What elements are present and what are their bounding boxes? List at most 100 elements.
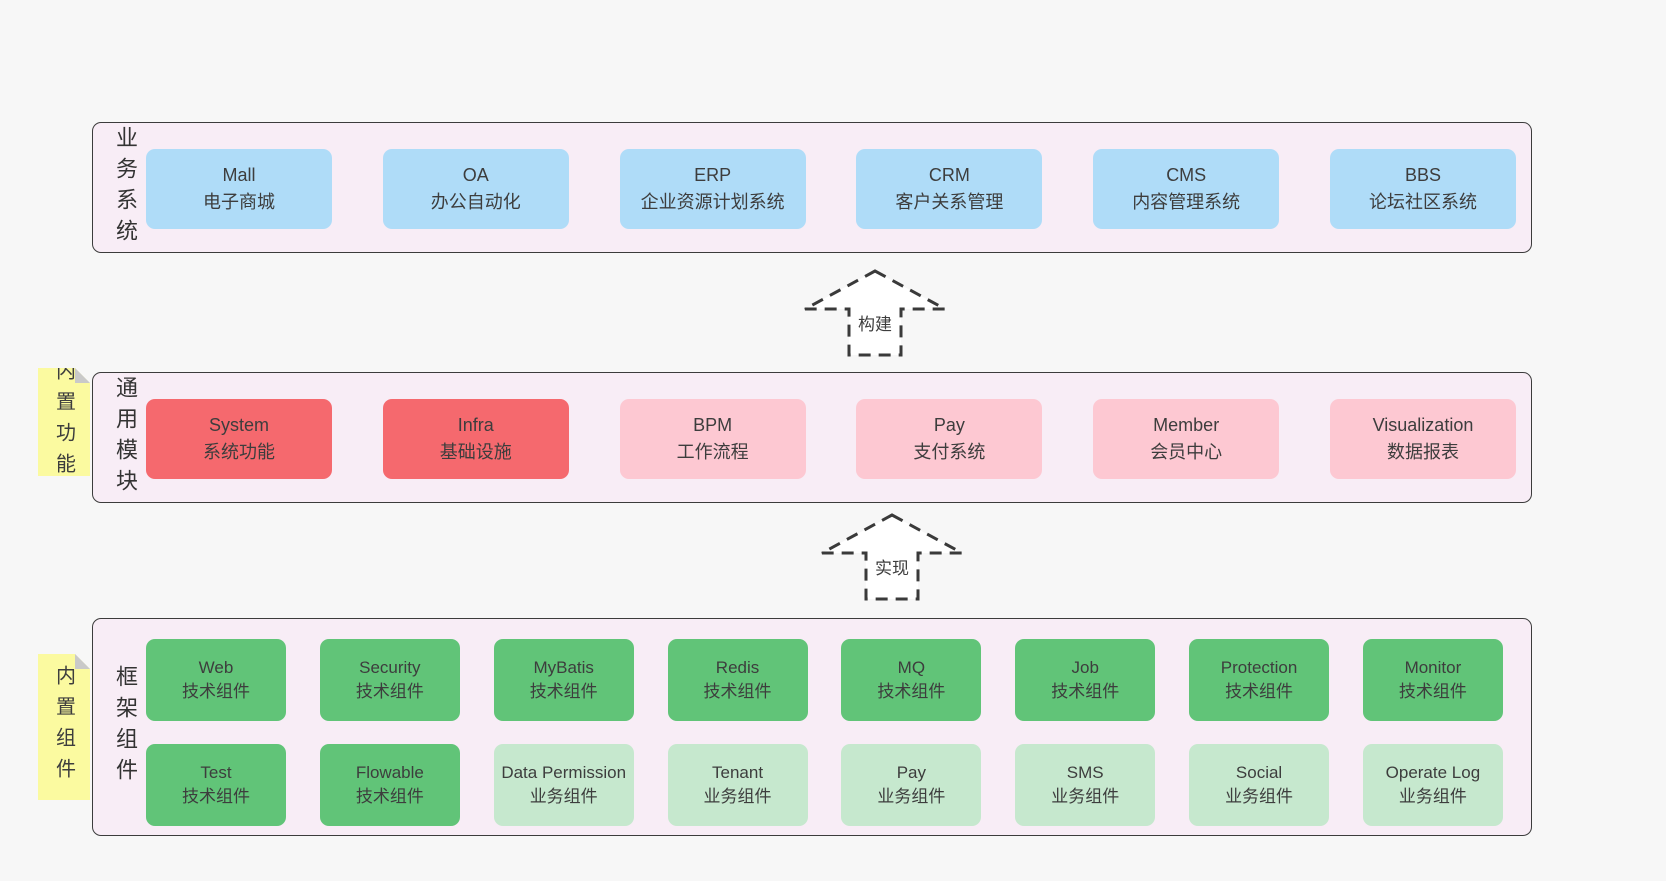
box-subtitle: 技术组件	[355, 682, 424, 701]
box-title: Flowable	[355, 763, 424, 782]
box-subtitle: 业务组件	[877, 787, 946, 806]
box-subtitle: 电子商城	[203, 192, 275, 212]
box-tenant: Tenant 业务组件	[667, 744, 808, 826]
box-title: Mall	[222, 165, 256, 185]
box-security: Security 技术组件	[319, 639, 460, 721]
box-subtitle: 技术组件	[703, 682, 772, 701]
box-system: System 系统功能	[146, 399, 332, 479]
box-subtitle: 工作流程	[676, 442, 749, 462]
box-title: Pay	[933, 415, 965, 435]
box-bbs: BBS 论坛社区系统	[1329, 149, 1516, 229]
box-flowable: Flowable 技术组件	[319, 744, 460, 826]
box-title: System	[208, 415, 269, 435]
box-title: MQ	[897, 658, 926, 677]
box-protection: Protection 技术组件	[1189, 639, 1330, 721]
box-member: Member 会员中心	[1093, 399, 1280, 479]
box-title: Social	[1235, 763, 1283, 782]
box-oa: OA 办公自动化	[382, 149, 569, 229]
box-mq: MQ 技术组件	[841, 639, 982, 721]
box-subtitle: 基础设施	[439, 442, 512, 462]
box-subtitle: 业务组件	[529, 787, 598, 806]
box-title: Redis	[715, 658, 760, 677]
components-box-row-2: Test 技术组件 Flowable 技术组件 Data Permission …	[146, 744, 1503, 826]
box-subtitle: 数据报表	[1386, 442, 1459, 462]
box-title: Test	[200, 763, 232, 782]
box-subtitle: 技术组件	[1051, 682, 1120, 701]
box-title: Infra	[457, 415, 494, 435]
arrow-implement-label: 实现	[872, 554, 912, 579]
box-subtitle: 技术组件	[877, 682, 946, 701]
box-subtitle: 业务组件	[1225, 787, 1294, 806]
box-title: Job	[1071, 658, 1099, 677]
box-mall: Mall 电子商城	[146, 149, 332, 229]
box-subtitle: 技术组件	[529, 682, 598, 701]
box-subtitle: 客户关系管理	[895, 192, 1004, 212]
box-operate-log: Operate Log 业务组件	[1362, 744, 1503, 826]
box-test: Test 技术组件	[146, 744, 286, 826]
box-subtitle: 论坛社区系统	[1368, 192, 1477, 212]
panel-business-systems: 业务系统 Mall 电子商城 OA 办公自动化 ERP 企业资源计划系统 CRM…	[92, 122, 1532, 253]
box-title: Operate Log	[1385, 763, 1481, 782]
box-title: Tenant	[712, 763, 764, 782]
box-title: Member	[1153, 415, 1220, 435]
box-subtitle: 技术组件	[1398, 682, 1467, 701]
box-title: Pay	[896, 763, 927, 782]
sticky-tab-label: 内置功能	[52, 360, 75, 484]
box-title: Visualization	[1372, 415, 1474, 435]
box-title: MyBatis	[533, 658, 594, 677]
box-subtitle: 业务组件	[1051, 787, 1120, 806]
box-monitor: Monitor 技术组件	[1362, 639, 1503, 721]
box-title: SMS	[1066, 763, 1104, 782]
business-box-row: Mall 电子商城 OA 办公自动化 ERP 企业资源计划系统 CRM 客户关系…	[146, 149, 1516, 229]
box-web: Web 技术组件	[146, 639, 286, 721]
box-title: Data Permission	[501, 763, 627, 782]
box-data-permission: Data Permission 业务组件	[493, 744, 634, 826]
box-crm: CRM 客户关系管理	[856, 149, 1043, 229]
modules-box-row: System 系统功能 Infra 基础设施 BPM 工作流程 Pay 支付系统…	[146, 399, 1516, 479]
box-title: CMS	[1166, 165, 1207, 185]
box-subtitle: 业务组件	[703, 787, 772, 806]
arrow-build-up: 构建	[802, 268, 948, 358]
box-infra: Infra 基础设施	[382, 399, 569, 479]
box-title: ERP	[694, 165, 732, 185]
panel-modules-label: 通用模块	[113, 375, 138, 500]
box-subtitle: 办公自动化	[430, 192, 521, 212]
box-visualization: Visualization 数据报表	[1329, 399, 1516, 479]
components-box-row-1: Web 技术组件 Security 技术组件 MyBatis 技术组件 Redi…	[146, 639, 1503, 721]
box-subtitle: 技术组件	[355, 787, 424, 806]
box-title: Protection	[1220, 658, 1298, 677]
box-social: Social 业务组件	[1189, 744, 1330, 826]
box-subtitle: 系统功能	[203, 442, 275, 462]
box-title: Web	[198, 658, 234, 677]
box-subtitle: 支付系统	[913, 442, 986, 462]
box-title: OA	[462, 165, 489, 185]
box-cms: CMS 内容管理系统	[1093, 149, 1280, 229]
box-subtitle: 技术组件	[1225, 682, 1294, 701]
arrow-implement-up: 实现	[819, 512, 965, 602]
box-bpm: BPM 工作流程	[619, 399, 806, 479]
sticky-tab-label: 内置组件	[52, 665, 75, 789]
panel-components-label: 框架组件	[113, 665, 138, 789]
box-pay-component: Pay 业务组件	[841, 744, 982, 826]
box-redis: Redis 技术组件	[667, 639, 808, 721]
box-subtitle: 内容管理系统	[1132, 192, 1241, 212]
box-erp: ERP 企业资源计划系统	[619, 149, 806, 229]
box-pay: Pay 支付系统	[856, 399, 1043, 479]
box-title: CRM	[928, 165, 970, 185]
panel-business-label: 业务系统	[113, 125, 138, 250]
box-job: Job 技术组件	[1015, 639, 1156, 721]
box-subtitle: 技术组件	[182, 682, 250, 701]
box-sms: SMS 业务组件	[1015, 744, 1156, 826]
box-subtitle: 会员中心	[1150, 442, 1223, 462]
box-subtitle: 业务组件	[1398, 787, 1467, 806]
box-mybatis: MyBatis 技术组件	[493, 639, 634, 721]
box-subtitle: 技术组件	[182, 787, 250, 806]
box-title: BPM	[693, 415, 733, 435]
box-title: BBS	[1404, 165, 1441, 185]
panel-framework-components: 框架组件 Web 技术组件 Security 技术组件 MyBatis 技术组件…	[92, 618, 1532, 836]
box-title: Monitor	[1404, 658, 1462, 677]
arrow-build-label: 构建	[855, 310, 895, 335]
panel-common-modules: 通用模块 System 系统功能 Infra 基础设施 BPM 工作流程 Pay…	[92, 372, 1532, 503]
box-subtitle: 企业资源计划系统	[640, 192, 785, 212]
box-title: Security	[359, 658, 421, 677]
